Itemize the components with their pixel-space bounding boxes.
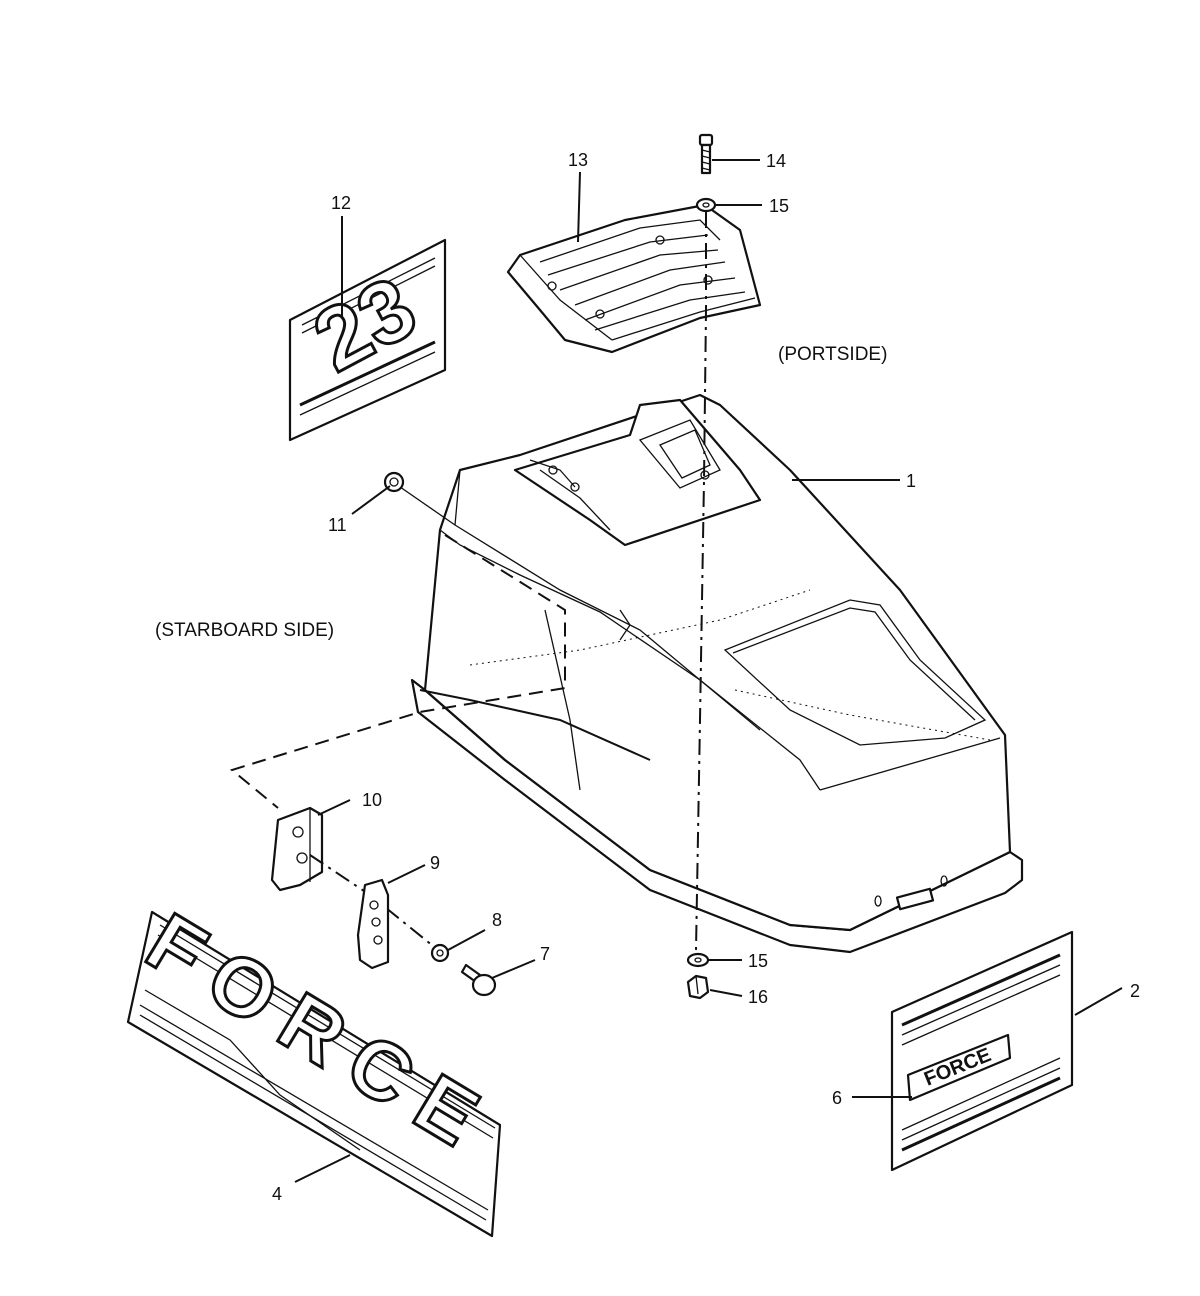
top-pad xyxy=(506,203,762,354)
decal-2: FORCE xyxy=(890,930,1074,1172)
callout-labels: 1 2 4 6 7 8 9 10 11 12 13 14 15 15 16 xyxy=(272,150,1140,1204)
callout-10: 10 xyxy=(362,790,382,810)
hidden-outline xyxy=(229,534,566,809)
starboard-side-label: (STARBOARD SIDE) xyxy=(155,620,334,641)
washer-8 xyxy=(430,943,450,963)
callout-6: 6 xyxy=(832,1088,842,1108)
callout-15-bottom: 15 xyxy=(748,951,768,971)
washer-15-top xyxy=(695,197,717,213)
screw-7 xyxy=(460,963,497,997)
callout-14: 14 xyxy=(766,151,786,171)
callout-12: 12 xyxy=(331,193,351,213)
washer-15-bottom xyxy=(686,952,710,968)
callout-15-top: 15 xyxy=(769,196,789,216)
portside-label: (PORTSIDE) xyxy=(778,344,887,365)
callout-13: 13 xyxy=(568,150,588,170)
leader-lines xyxy=(294,159,1123,1183)
hinge-9 xyxy=(356,878,390,970)
decal-12: 23 xyxy=(288,238,447,442)
callout-7: 7 xyxy=(540,944,550,964)
callout-1: 1 xyxy=(906,471,916,491)
callout-11: 11 xyxy=(328,515,347,535)
callout-16: 16 xyxy=(748,987,768,1007)
callout-9: 9 xyxy=(430,853,440,873)
screw-14 xyxy=(698,133,714,175)
bracket-10 xyxy=(270,806,324,892)
nut-16 xyxy=(686,974,710,1000)
assembly-centerline xyxy=(695,212,707,951)
callout-4: 4 xyxy=(272,1184,282,1204)
engine-cowl xyxy=(389,393,1024,954)
callout-2: 2 xyxy=(1130,981,1140,1001)
callout-8: 8 xyxy=(492,910,502,930)
